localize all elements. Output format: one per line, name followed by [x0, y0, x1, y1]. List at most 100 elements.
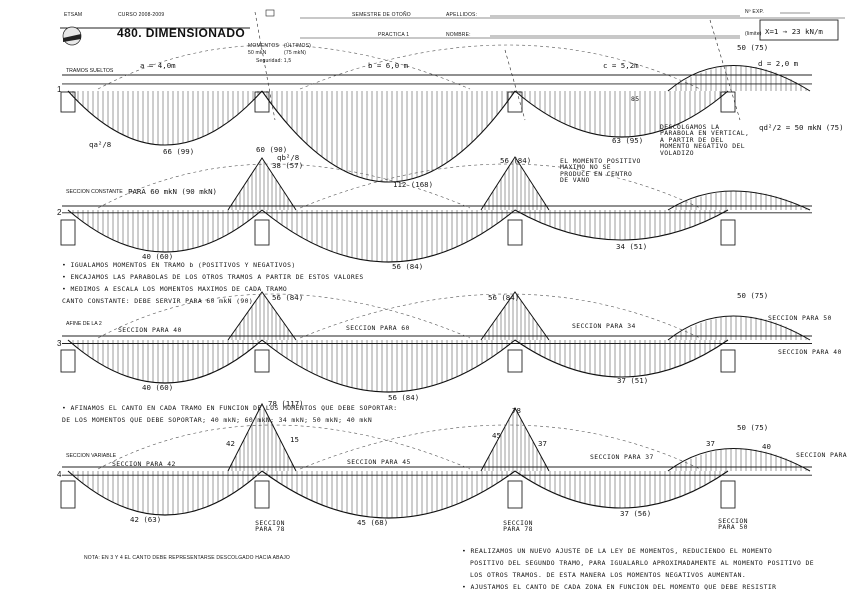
- row3-cantilever-curve: [667, 315, 811, 341]
- row2-column-4: [720, 219, 736, 246]
- row2-column-2: [254, 219, 270, 246]
- name-label: NOMBRE:: [446, 32, 471, 38]
- row3-caption-3: SECCION PARA 34: [572, 322, 636, 330]
- row2-guide-arc-2: [299, 163, 701, 209]
- note-mid-1: • IGUALAMOS MOMENTOS EN TRAMO b (POSITIV…: [62, 261, 296, 269]
- row4-column-4: [720, 480, 736, 509]
- row1-dash-a: [254, 11, 276, 121]
- row4-peak-2: [480, 406, 550, 472]
- row4-value-37a: 37: [538, 439, 547, 448]
- row2-cantilever-curve: [667, 190, 811, 211]
- row4-bottom-caption-2: SECCION PARA 78: [503, 519, 533, 534]
- row4-caption-4: SECCION PARA: [796, 451, 847, 459]
- row4-bottom-caption-1: SECCION PARA 78: [255, 519, 285, 534]
- formula-qa: qa²/8: [89, 140, 112, 149]
- row1-value-c: 63 (95): [612, 136, 644, 145]
- row4-cantilever-curve: [667, 448, 811, 472]
- row4-label: SECCION VARIABLE: [66, 453, 117, 459]
- row4-column-3: [507, 480, 523, 509]
- row3-value-56c: 56 (84): [488, 293, 520, 302]
- row4-number: 4: [57, 470, 62, 479]
- row3-parabola-1: [67, 339, 263, 384]
- row1-column-1: [60, 91, 76, 113]
- row4-guide-arc-2: [299, 424, 701, 470]
- row1-column-4: [720, 91, 736, 113]
- note-row4-1: • AFINAMOS EL CANTO EN CADA TRAMO EN FUN…: [62, 404, 398, 412]
- row3-column-1: [60, 349, 76, 373]
- formula-qd: qd²/2 = 50 mkN (75): [759, 123, 844, 132]
- row1-number: 1: [57, 85, 62, 94]
- row2-column-1: [60, 219, 76, 246]
- row3-caption-2: SECCION PARA 60: [346, 324, 410, 332]
- row4-parabola-3: [514, 470, 729, 509]
- row3-column-3: [507, 349, 523, 373]
- note-mid-2: • ENCAJAMOS LAS PARABOLAS DE LOS OTROS T…: [62, 273, 364, 281]
- row4-caption-1: SECCION PARA 42: [112, 460, 176, 468]
- course-label: CURSO 2008-2009: [118, 12, 165, 18]
- row3-value-56a: 56 (84): [272, 293, 304, 302]
- row3-number: 3: [57, 339, 62, 348]
- ultimate-value: (75 mkN): [284, 50, 307, 56]
- semester-label: SEMESTRE DE OTOÑO: [352, 12, 411, 18]
- row2-value-60: 60 (90): [256, 145, 288, 154]
- school-name: ETSAM: [64, 12, 83, 18]
- note-row4-2: DE LOS MOMENTOS QUE DEBE SOPORTAR; 40 mk…: [62, 416, 373, 424]
- header-small-box: [265, 9, 275, 17]
- exp-label: Nº EXP.: [745, 9, 764, 15]
- row4-value-45-68: 45 (68): [357, 518, 389, 527]
- row1-value-d: 50 (75): [737, 43, 769, 52]
- practice-label: PRACTICA 1: [378, 32, 410, 38]
- surname-label: APELLIDOS:: [446, 12, 478, 18]
- row2-parabola-1: [67, 209, 263, 253]
- moments-value: 50 mkN: [248, 50, 267, 56]
- row2-peak-2: [480, 156, 550, 211]
- row2-value-34: 34 (51): [616, 242, 648, 251]
- row4-value-42: 42: [226, 439, 235, 448]
- footer-note: NOTA: EN 3 Y 4 EL CANTO DEBE REPRESENTAR…: [84, 555, 291, 561]
- row1-parabola-1: [67, 90, 263, 146]
- row4-value-42-63: 42 (63): [130, 515, 162, 524]
- footer-text-3: LOS OTROS TRAMOS. DE ESTA MANERA LOS MOM…: [470, 571, 747, 579]
- row4-value-78b: 78: [512, 406, 521, 415]
- note-mid-4: CANTO CONSTANTE: DEBE SERVIR PARA 60 mkN…: [62, 297, 254, 305]
- row4-column-2: [254, 480, 270, 509]
- row3-guide-arc-1: [97, 293, 471, 339]
- load-box: [759, 19, 839, 41]
- row4-value-40: 40: [762, 442, 771, 451]
- footer-text-2: POSITIVO DEL SEGUNDO TRAMO, PARA IGUALAR…: [470, 559, 815, 567]
- row4-bottom-caption-3: SECCION PARA 50: [718, 517, 748, 532]
- row2-value-56b: 56 (84): [392, 262, 424, 271]
- span-d-label: d = 2,0 m: [758, 59, 799, 68]
- row4-value-37-56: 37 (56): [620, 509, 652, 518]
- row1-value-b: 112 (168): [393, 180, 434, 189]
- moments-label: MOMENTOS: [248, 43, 279, 49]
- row2-number: 2: [57, 208, 62, 217]
- row1-guide-arc-2: [299, 44, 701, 90]
- row1-parabola-2: [261, 90, 516, 183]
- row1-dash-b: [504, 49, 526, 121]
- row1-guide-arc-1: [97, 44, 471, 90]
- row4-parabola-1: [67, 470, 263, 516]
- page-title: 480. DIMENSIONADO: [117, 26, 246, 40]
- row1-cantilever-curve: [667, 65, 811, 92]
- row3-caption-4: SECCION PARA 50: [768, 314, 832, 322]
- row2-caption: PARA 60 mkN (90 mkN): [128, 187, 217, 196]
- span-c-label: c = 5,2m: [603, 61, 639, 70]
- row3-column-4: [720, 349, 736, 373]
- row1-note-max: EL MOMENTO POSITIVO MAXIMO NO SE PRODUCE…: [560, 157, 641, 185]
- row4-value-50: 50 (75): [737, 423, 769, 432]
- footer-text-1: • REALIZAMOS UN NUEVO AJUSTE DE LA LEY D…: [462, 547, 773, 555]
- row2-value-56a: 56 (84): [500, 156, 532, 165]
- row4-value-15: 15: [290, 435, 299, 444]
- row4-caption-2: SECCION PARA 45: [347, 458, 411, 466]
- row1-value-a: 66 (99): [163, 147, 195, 156]
- row3-value-37: 37 (51): [617, 376, 649, 385]
- row4-value-37b: 37: [706, 439, 715, 448]
- row4-value-45: 45: [492, 431, 501, 440]
- note-mid-3: • MEDIMOS A ESCALA LOS MOMENTOS MAXIMOS …: [62, 285, 288, 293]
- ultimate-label: (ÚLTIMOS): [284, 43, 311, 49]
- row1-value-85: 85: [631, 95, 640, 103]
- units-tag: (limite): [745, 31, 762, 37]
- row4-guide-arc-1: [97, 424, 471, 470]
